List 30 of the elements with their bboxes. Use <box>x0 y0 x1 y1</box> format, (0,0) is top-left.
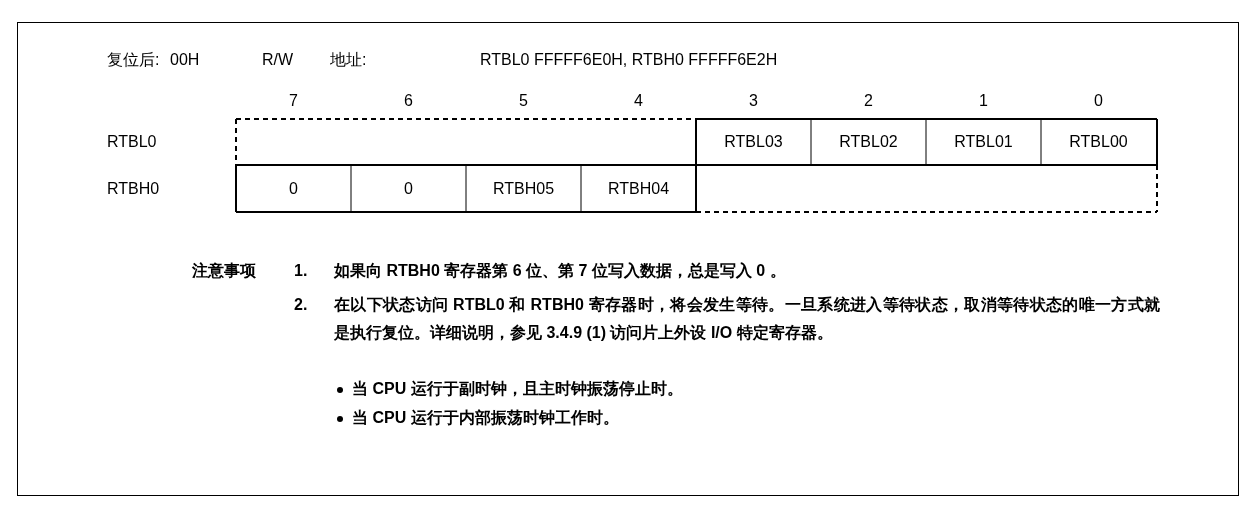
bit-name: RTBL03 <box>723 132 784 152</box>
note-text: 如果向 RTBH0 寄存器第 6 位、第 7 位写入数据，总是写入 0 。 <box>334 261 786 281</box>
bit-number: 4 <box>633 91 644 111</box>
bit-name: RTBL01 <box>953 132 1014 152</box>
register-name: RTBH0 <box>107 179 160 199</box>
note-number: 1. <box>294 261 308 281</box>
bit-number: 1 <box>978 91 989 111</box>
register-name: RTBL0 <box>107 132 157 152</box>
register-address: RTBL0 FFFFF6E0H, RTBH0 FFFFF6E2H <box>480 50 778 70</box>
bit-name: RTBH05 <box>491 179 556 199</box>
bit-name: RTBL00 <box>1068 132 1129 152</box>
field-label: 复位后: <box>107 50 160 70</box>
bullet-text: 当 CPU 运行于副时钟，且主时钟振荡停止时。 <box>352 379 683 399</box>
access-type: R/W <box>262 50 294 70</box>
note-number: 2. <box>294 295 308 315</box>
bullet-text: 当 CPU 运行于内部振荡时钟工作时。 <box>352 408 619 428</box>
note-text: 在以下状态访问 RTBL0 和 RTBH0 寄存器时，将会发生等待。一旦系统进入等待状态，取消等待状态的唯一方式就是执行复位。详细说明，参见 3.4.9 (1) 访问片上外设 I/O 特定寄存器。 <box>334 295 1160 343</box>
bit-value: 0 <box>403 179 414 199</box>
bit-number: 3 <box>748 91 759 111</box>
note-heading: 注意事项 <box>192 261 256 281</box>
bit-name: RTBH04 <box>606 179 671 199</box>
bit-value: 0 <box>288 179 299 199</box>
field-label: 地址: <box>330 50 367 70</box>
bit-number: 0 <box>1093 91 1104 111</box>
bit-name: RTBL02 <box>838 132 899 152</box>
reset-value: 00H <box>170 50 200 70</box>
bit-number: 7 <box>288 91 299 111</box>
bit-number: 5 <box>518 91 529 111</box>
bit-number: 6 <box>403 91 414 111</box>
bit-number: 2 <box>863 91 874 111</box>
